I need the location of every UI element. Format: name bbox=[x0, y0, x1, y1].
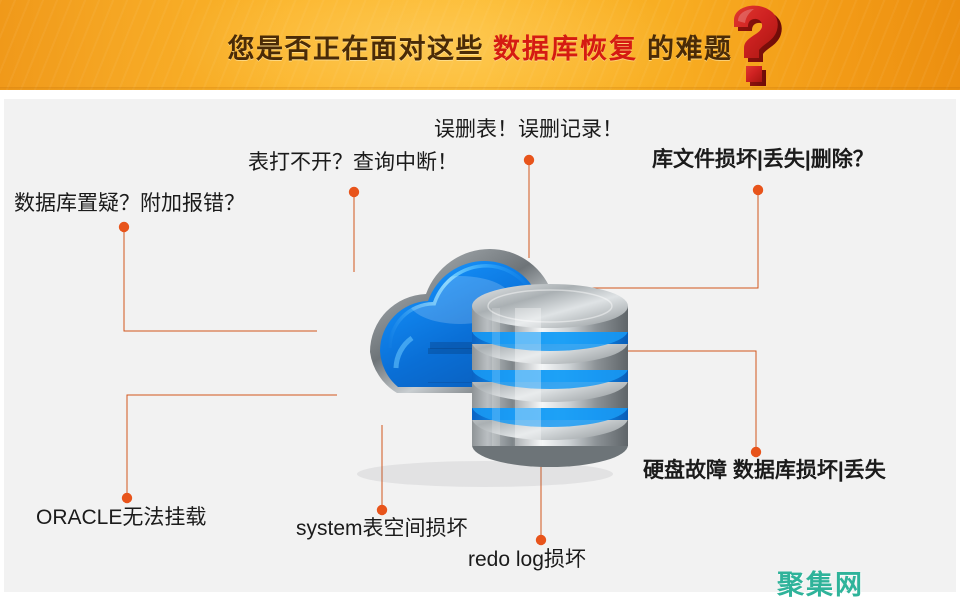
callout-label-system-tbs: system表空间损坏 bbox=[296, 517, 468, 540]
content-panel: 数据库置疑？附加报错？ 表打不开？查询中断！ 误删表！误删记录！ 库文件损坏|丢… bbox=[0, 95, 960, 610]
site-watermark: 聚集网 bbox=[777, 570, 864, 600]
headline-prefix: 您是否正在面对这些 bbox=[227, 33, 484, 64]
cloud-database-illustration bbox=[310, 230, 660, 500]
headline-highlight: 数据库恢复 bbox=[493, 33, 638, 64]
callout-label-oracle-mount: ORACLE无法挂载 bbox=[36, 506, 207, 529]
callout-label-redo-log: redo log损坏 bbox=[468, 548, 586, 571]
database-cylinder bbox=[472, 284, 628, 467]
callout-label-wrong-delete: 误删表！误删记录！ bbox=[434, 117, 623, 141]
headline: 您是否正在面对这些 数据库恢复 的难题 bbox=[228, 27, 733, 66]
banner-content: 您是否正在面对这些 数据库恢复 的难题 bbox=[0, 0, 960, 90]
callout-label-disk-failure: 硬盘故障 数据库损坏|丢失 bbox=[643, 459, 886, 482]
question-mark-icon bbox=[722, 4, 784, 86]
callout-label-table-unopen: 表打不开？查询中断！ bbox=[248, 150, 458, 174]
callout-label-db-suspect: 数据库置疑？附加报错？ bbox=[14, 191, 245, 215]
banner-bottom-edge bbox=[0, 87, 960, 90]
header-banner: 您是否正在面对这些 数据库恢复 的难题 bbox=[0, 0, 960, 90]
headline-suffix: 的难题 bbox=[647, 33, 733, 64]
callout-label-file-damage: 库文件损坏|丢失|删除？ bbox=[652, 148, 874, 171]
